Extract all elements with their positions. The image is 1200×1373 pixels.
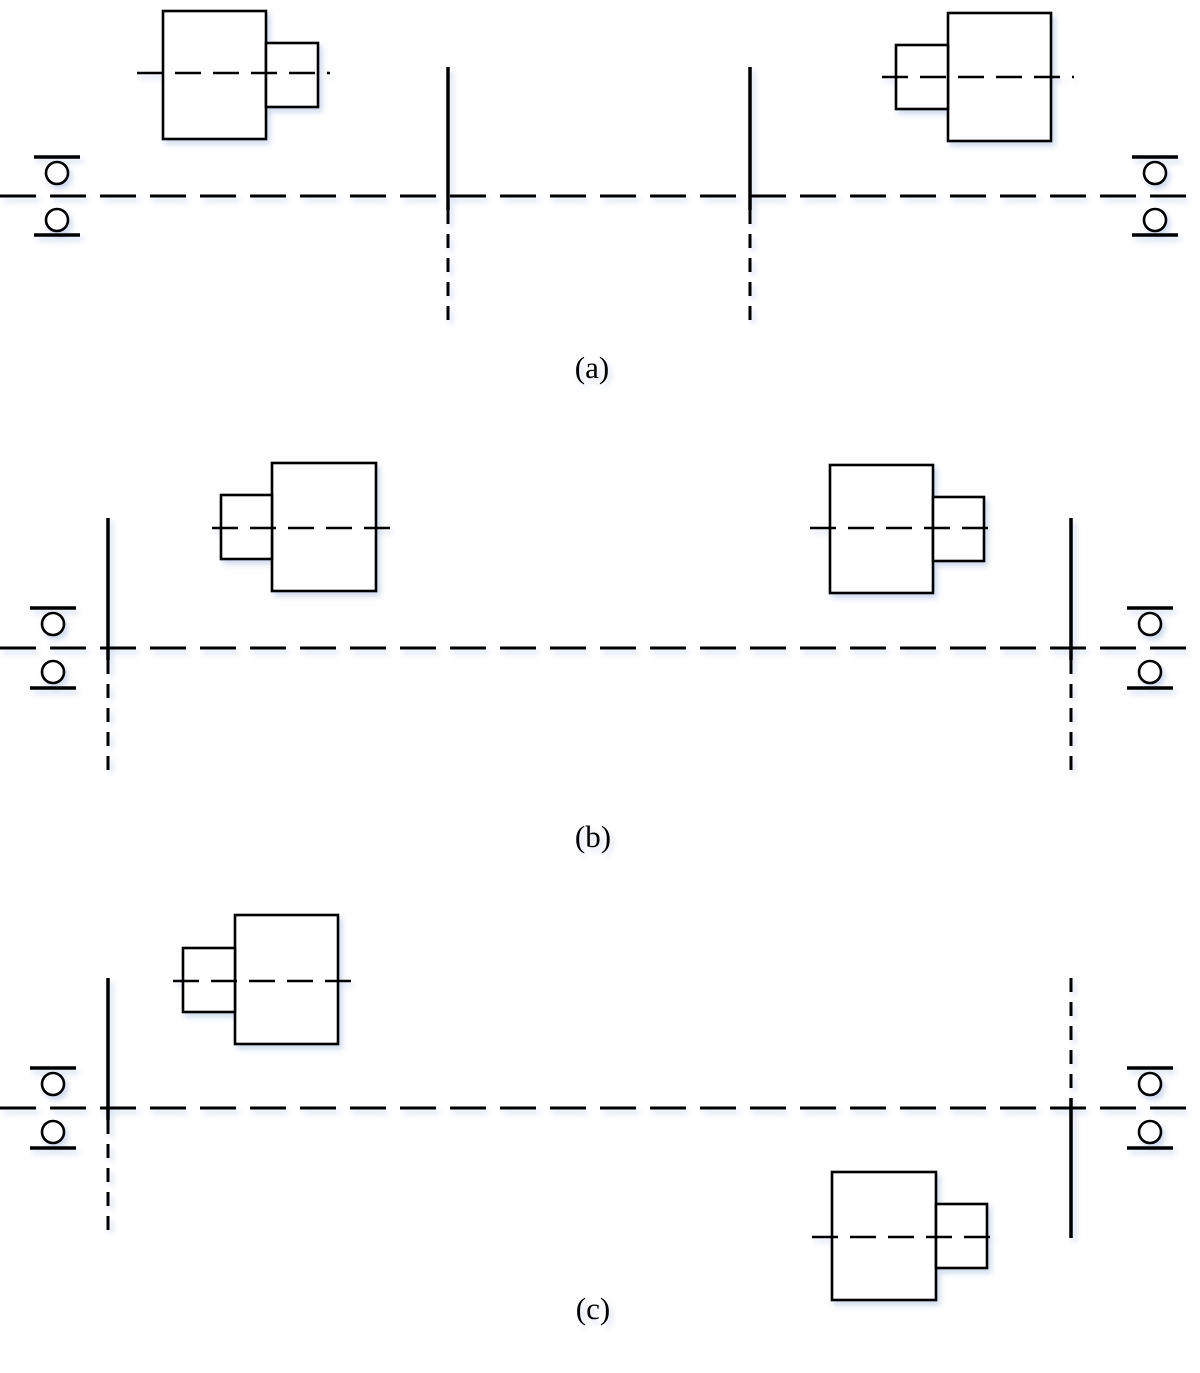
bearing-left [34,155,80,237]
motor-left [173,913,362,1046]
motor-right [810,463,1000,595]
panel-a: (a) [0,9,1200,385]
panel-b: (b) [0,461,1200,854]
bearing-left [30,1066,76,1150]
bearing-left [30,606,76,690]
bearing-right [1132,155,1178,237]
motor-right [812,1170,1002,1302]
caption-a: (a) [575,350,609,385]
motor-left [212,461,402,593]
caption-c: (c) [576,1291,610,1326]
panel-c: (c) [0,913,1200,1326]
motor-right [882,11,1074,143]
bearing-right [1127,606,1173,690]
motor-left [137,9,330,141]
caption-b: (b) [575,819,611,854]
bearing-right [1127,1066,1173,1150]
